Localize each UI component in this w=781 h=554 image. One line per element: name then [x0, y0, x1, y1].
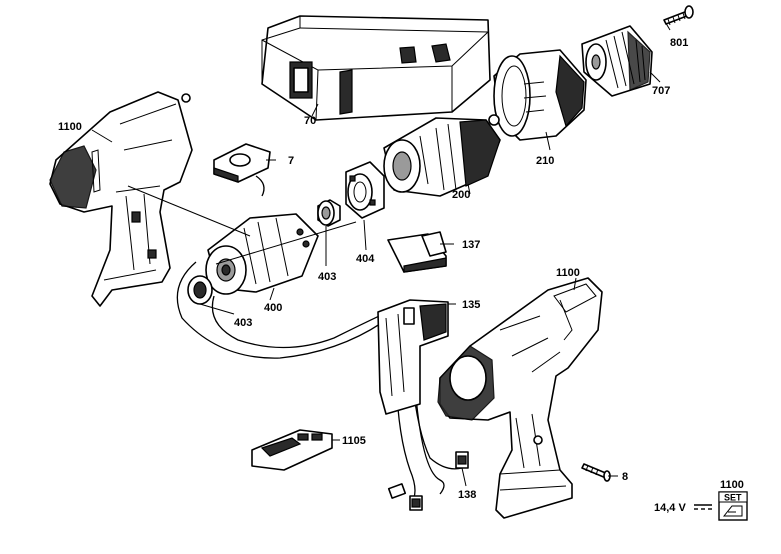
switch-7 [213, 143, 271, 197]
dc-symbol-icon [694, 504, 712, 510]
voltage-label: 14,4 V [654, 502, 686, 514]
label-1100-right: 1100 [556, 267, 580, 279]
label-801: 801 [670, 37, 688, 49]
switch-135 [377, 299, 449, 415]
housing-1100-assembled [437, 277, 603, 519]
label-138: 138 [458, 489, 476, 501]
set-badge-icon: SET [718, 491, 748, 521]
set-legend: 1100 14,4 V SET [654, 479, 748, 521]
label-200: 200 [452, 189, 470, 201]
bearing-403-upper [317, 199, 341, 227]
label-1100-left: 1100 [58, 121, 82, 133]
label-404: 404 [356, 253, 375, 265]
label-137: 137 [462, 239, 480, 251]
bearing-403-lower [187, 275, 213, 305]
label-8: 8 [622, 471, 628, 483]
connectors-138 [387, 451, 469, 511]
screw-8 [581, 463, 611, 482]
label-400: 400 [264, 302, 282, 314]
label-403-upper: 403 [318, 271, 336, 283]
motor-400 [205, 213, 319, 295]
label-707: 707 [652, 85, 670, 97]
chuck-707 [581, 25, 653, 97]
label-1105: 1105 [342, 435, 366, 447]
label-135: 135 [462, 299, 480, 311]
switch-137 [387, 231, 447, 273]
screw-801 [663, 5, 694, 26]
contact-1105 [251, 429, 333, 471]
label-7: 7 [288, 155, 294, 167]
set-badge-text: SET [724, 493, 742, 503]
label-403-lower: 403 [234, 317, 252, 329]
label-1100-set: 1100 [720, 479, 744, 491]
leader-lines [91, 19, 671, 487]
carry-case-70 [261, 15, 491, 121]
gear-housing-210 [493, 49, 587, 141]
ring-404 [345, 161, 385, 219]
label-70: 70 [304, 115, 316, 127]
label-210: 210 [536, 155, 554, 167]
gearbox-200 [383, 114, 501, 197]
housing-half-1100-left [49, 91, 193, 307]
